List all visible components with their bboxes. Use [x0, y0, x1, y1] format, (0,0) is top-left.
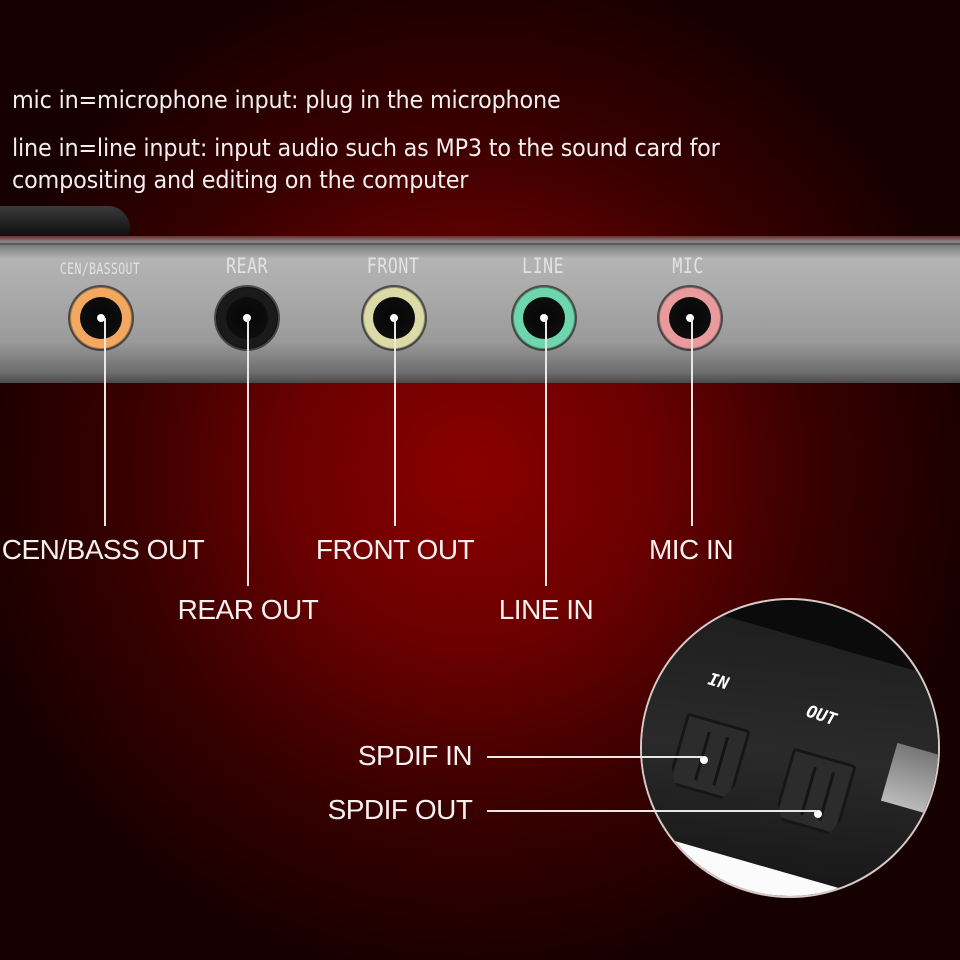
spdif-in-leader-line	[487, 756, 702, 758]
mic-jack-icon	[659, 287, 721, 349]
spdif-out-pin	[814, 810, 822, 818]
front-leader-line	[394, 318, 396, 526]
spdif-in-pin	[700, 756, 708, 764]
callout-line-in: LINE IN	[498, 594, 594, 625]
port-label-front: FRONT	[366, 254, 420, 278]
line-leader-line	[545, 318, 547, 586]
line-in-description-cont: compositing and editing on the computer	[12, 166, 469, 194]
spdif-inset-circle: IN OUT	[640, 598, 940, 898]
cen-bass-leader-line	[104, 318, 106, 526]
rear-leader-line	[247, 318, 249, 586]
port-label-rear: REAR	[225, 254, 269, 278]
line-jack-icon	[513, 287, 575, 349]
callout-mic-in: MIC IN	[648, 534, 734, 565]
line-in-description: line in=line input: input audio such as …	[12, 134, 720, 162]
cen-bass-jack-icon	[70, 287, 132, 349]
callout-front-out: FRONT OUT	[315, 534, 475, 565]
port-label-cen-bass: CEN/BASSOUT	[59, 259, 141, 278]
callout-rear-out: REAR OUT	[177, 594, 319, 625]
mic-leader-line	[691, 318, 693, 526]
port-label-mic: MIC	[672, 254, 704, 278]
port-label-line: LINE	[521, 254, 565, 278]
callout-spdif-in: SPDIF IN	[357, 740, 473, 771]
callout-cen-bass-out: CEN/BASS OUT	[1, 534, 205, 565]
device-bar-edge	[0, 236, 960, 246]
spdif-out-leader-line	[487, 810, 816, 812]
mic-in-description: mic in=microphone input: plug in the mic…	[12, 86, 561, 114]
callout-spdif-out: SPDIF OUT	[327, 794, 473, 825]
sound-card-bar	[0, 243, 960, 383]
